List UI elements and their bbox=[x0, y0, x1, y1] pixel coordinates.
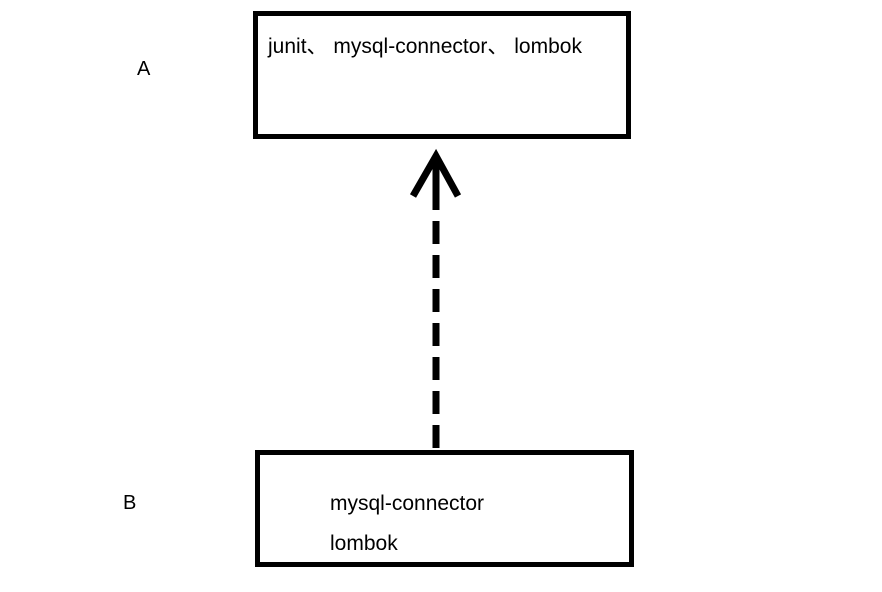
arrow-head bbox=[409, 148, 462, 198]
box-a-dependency-list: junit、 mysql-connector、 lombok bbox=[268, 35, 582, 58]
label-a: A bbox=[137, 58, 151, 80]
box-a[interactable]: junit、 mysql-connector、 lombok bbox=[253, 11, 631, 139]
box-b-dependency-2: lombok bbox=[330, 532, 398, 555]
box-b-dependency-1: mysql-connector bbox=[330, 492, 485, 515]
label-b: B bbox=[123, 492, 137, 514]
box-b[interactable]: mysql-connector lombok bbox=[255, 450, 634, 567]
